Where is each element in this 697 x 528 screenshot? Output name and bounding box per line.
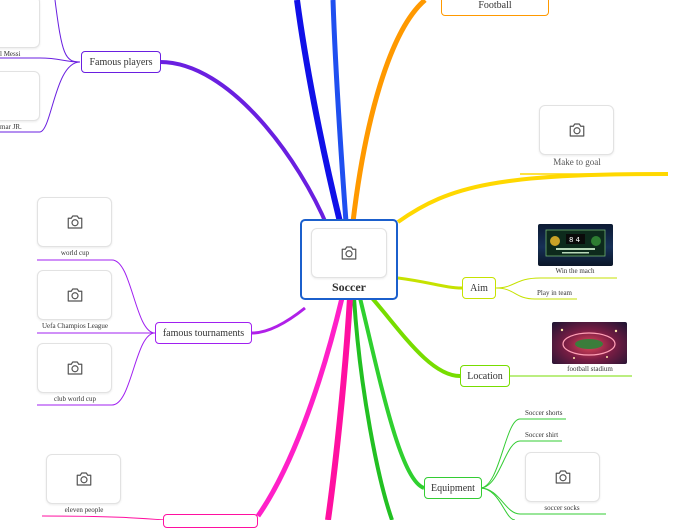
stadium-photo	[552, 322, 627, 364]
branch-line-magenta	[325, 297, 353, 520]
branch-football[interactable]: Football	[441, 0, 549, 16]
aim-item-label: Play in team	[537, 289, 572, 297]
camera-icon	[569, 123, 584, 137]
branch-line-blue-2	[330, 0, 349, 223]
branch-line-bright-green	[358, 297, 425, 490]
camera-icon	[67, 215, 82, 229]
equipment-item-label: Soccer shorts	[525, 409, 563, 417]
scoreboard-photo: 8 4	[538, 224, 613, 266]
equipment-subline	[479, 440, 562, 489]
players-count-image-placeholder	[46, 454, 121, 504]
players-subline	[0, 57, 81, 63]
camera-icon	[341, 246, 357, 260]
branch-line-green-2	[352, 297, 394, 520]
branch-famous-tournaments-label: famous tournaments	[162, 327, 245, 339]
branch-line-blue	[294, 0, 343, 223]
player-image-placeholder	[0, 71, 40, 121]
player-label: l Messi	[0, 50, 21, 58]
branch-line-purple	[159, 60, 330, 229]
players-subline	[0, 61, 81, 133]
central-image-placeholder	[311, 228, 387, 278]
branch-line-magenta-2	[255, 297, 345, 518]
tournament-label: Uefa Champios League	[41, 322, 109, 330]
goal-image-placeholder	[539, 105, 614, 155]
branch-line-orange	[350, 0, 427, 223]
players-subline	[54, 0, 81, 63]
equipment-subline	[479, 487, 516, 520]
branch-football-label: Football	[478, 0, 512, 11]
branch-node-partial[interactable]	[163, 514, 258, 528]
branch-famous-players-label: Famous players	[89, 56, 153, 68]
tournaments-subline	[37, 259, 156, 334]
branch-make-to-goal-label[interactable]: Make to goal	[553, 157, 601, 167]
central-topic-label: Soccer	[332, 280, 366, 294]
aim-subline	[495, 277, 617, 289]
branch-aim[interactable]: Aim	[462, 277, 496, 299]
tournament-label: world cup	[60, 249, 90, 257]
branch-equipment[interactable]: Equipment	[424, 477, 482, 499]
svg-text:8 4: 8 4	[569, 236, 581, 244]
equipment-item-label: soccer socks	[544, 504, 580, 512]
branch-line-violet	[251, 306, 306, 335]
branch-famous-tournaments[interactable]: famous tournaments	[155, 322, 252, 344]
tournament-label: club world cup	[54, 395, 96, 403]
branch-line-lime	[397, 276, 463, 290]
aim-item-label: Win the mach	[555, 267, 595, 275]
aim-subline	[495, 287, 577, 300]
equipment-item-label: Soccer shirt	[525, 431, 559, 439]
branch-famous-players[interactable]: Famous players	[81, 51, 161, 73]
player-label: mar JR.	[0, 123, 22, 131]
branch-location[interactable]: Location	[460, 365, 510, 387]
branch-line-yellow	[396, 172, 669, 224]
player-image-placeholder	[0, 0, 40, 48]
players-count-subline	[41, 515, 166, 520]
camera-icon	[555, 470, 570, 484]
branch-aim-label: Aim	[470, 282, 488, 294]
tournament-image-placeholder	[37, 343, 112, 393]
players-count-label: eleven people	[64, 506, 104, 514]
location-item-label: football stadium	[567, 365, 613, 373]
branch-line-green	[370, 296, 461, 378]
scoreboard-image: 8 4	[545, 229, 606, 257]
camera-icon	[76, 472, 91, 486]
branch-location-label: Location	[467, 370, 503, 382]
tournament-image-placeholder	[37, 197, 112, 247]
tournaments-subline	[37, 332, 156, 406]
equipment-subline	[479, 418, 566, 489]
camera-icon	[67, 361, 82, 375]
central-topic[interactable]: Soccer	[300, 219, 398, 300]
equipment-image-placeholder	[525, 452, 600, 502]
tournament-image-placeholder	[37, 270, 112, 320]
branch-equipment-label: Equipment	[431, 482, 475, 494]
stadium-image	[560, 328, 618, 359]
camera-icon	[67, 288, 82, 302]
